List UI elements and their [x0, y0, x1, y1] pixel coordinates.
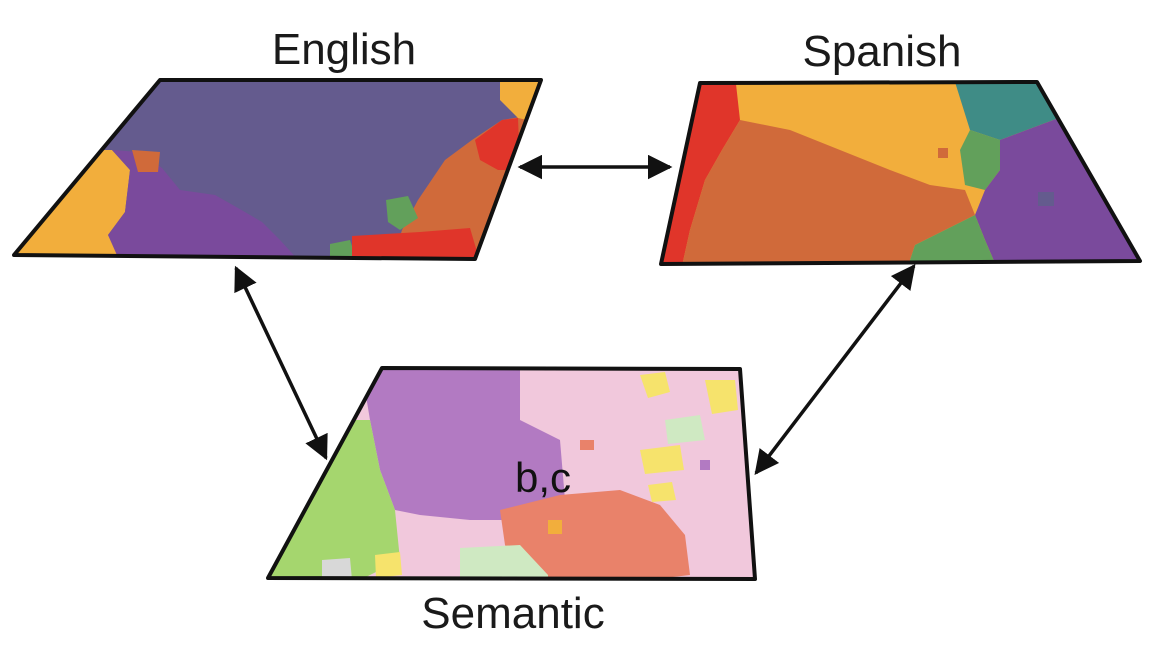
- english-map-outline: [12, 78, 543, 261]
- arrow-spanish-semantic: [754, 264, 916, 475]
- semantic-inner-label: b,c: [515, 454, 571, 501]
- semantic-map-outline: [266, 366, 757, 581]
- spanish-map: [659, 80, 1142, 266]
- spanish-label: Spanish: [802, 27, 961, 76]
- semantic-label: Semantic: [421, 589, 604, 638]
- english-label: English: [272, 25, 416, 74]
- arrow-english-semantic: [234, 265, 328, 461]
- spanish-map-outline: [659, 80, 1142, 266]
- english-map: [12, 78, 543, 261]
- semantic-map: b,c: [266, 366, 757, 581]
